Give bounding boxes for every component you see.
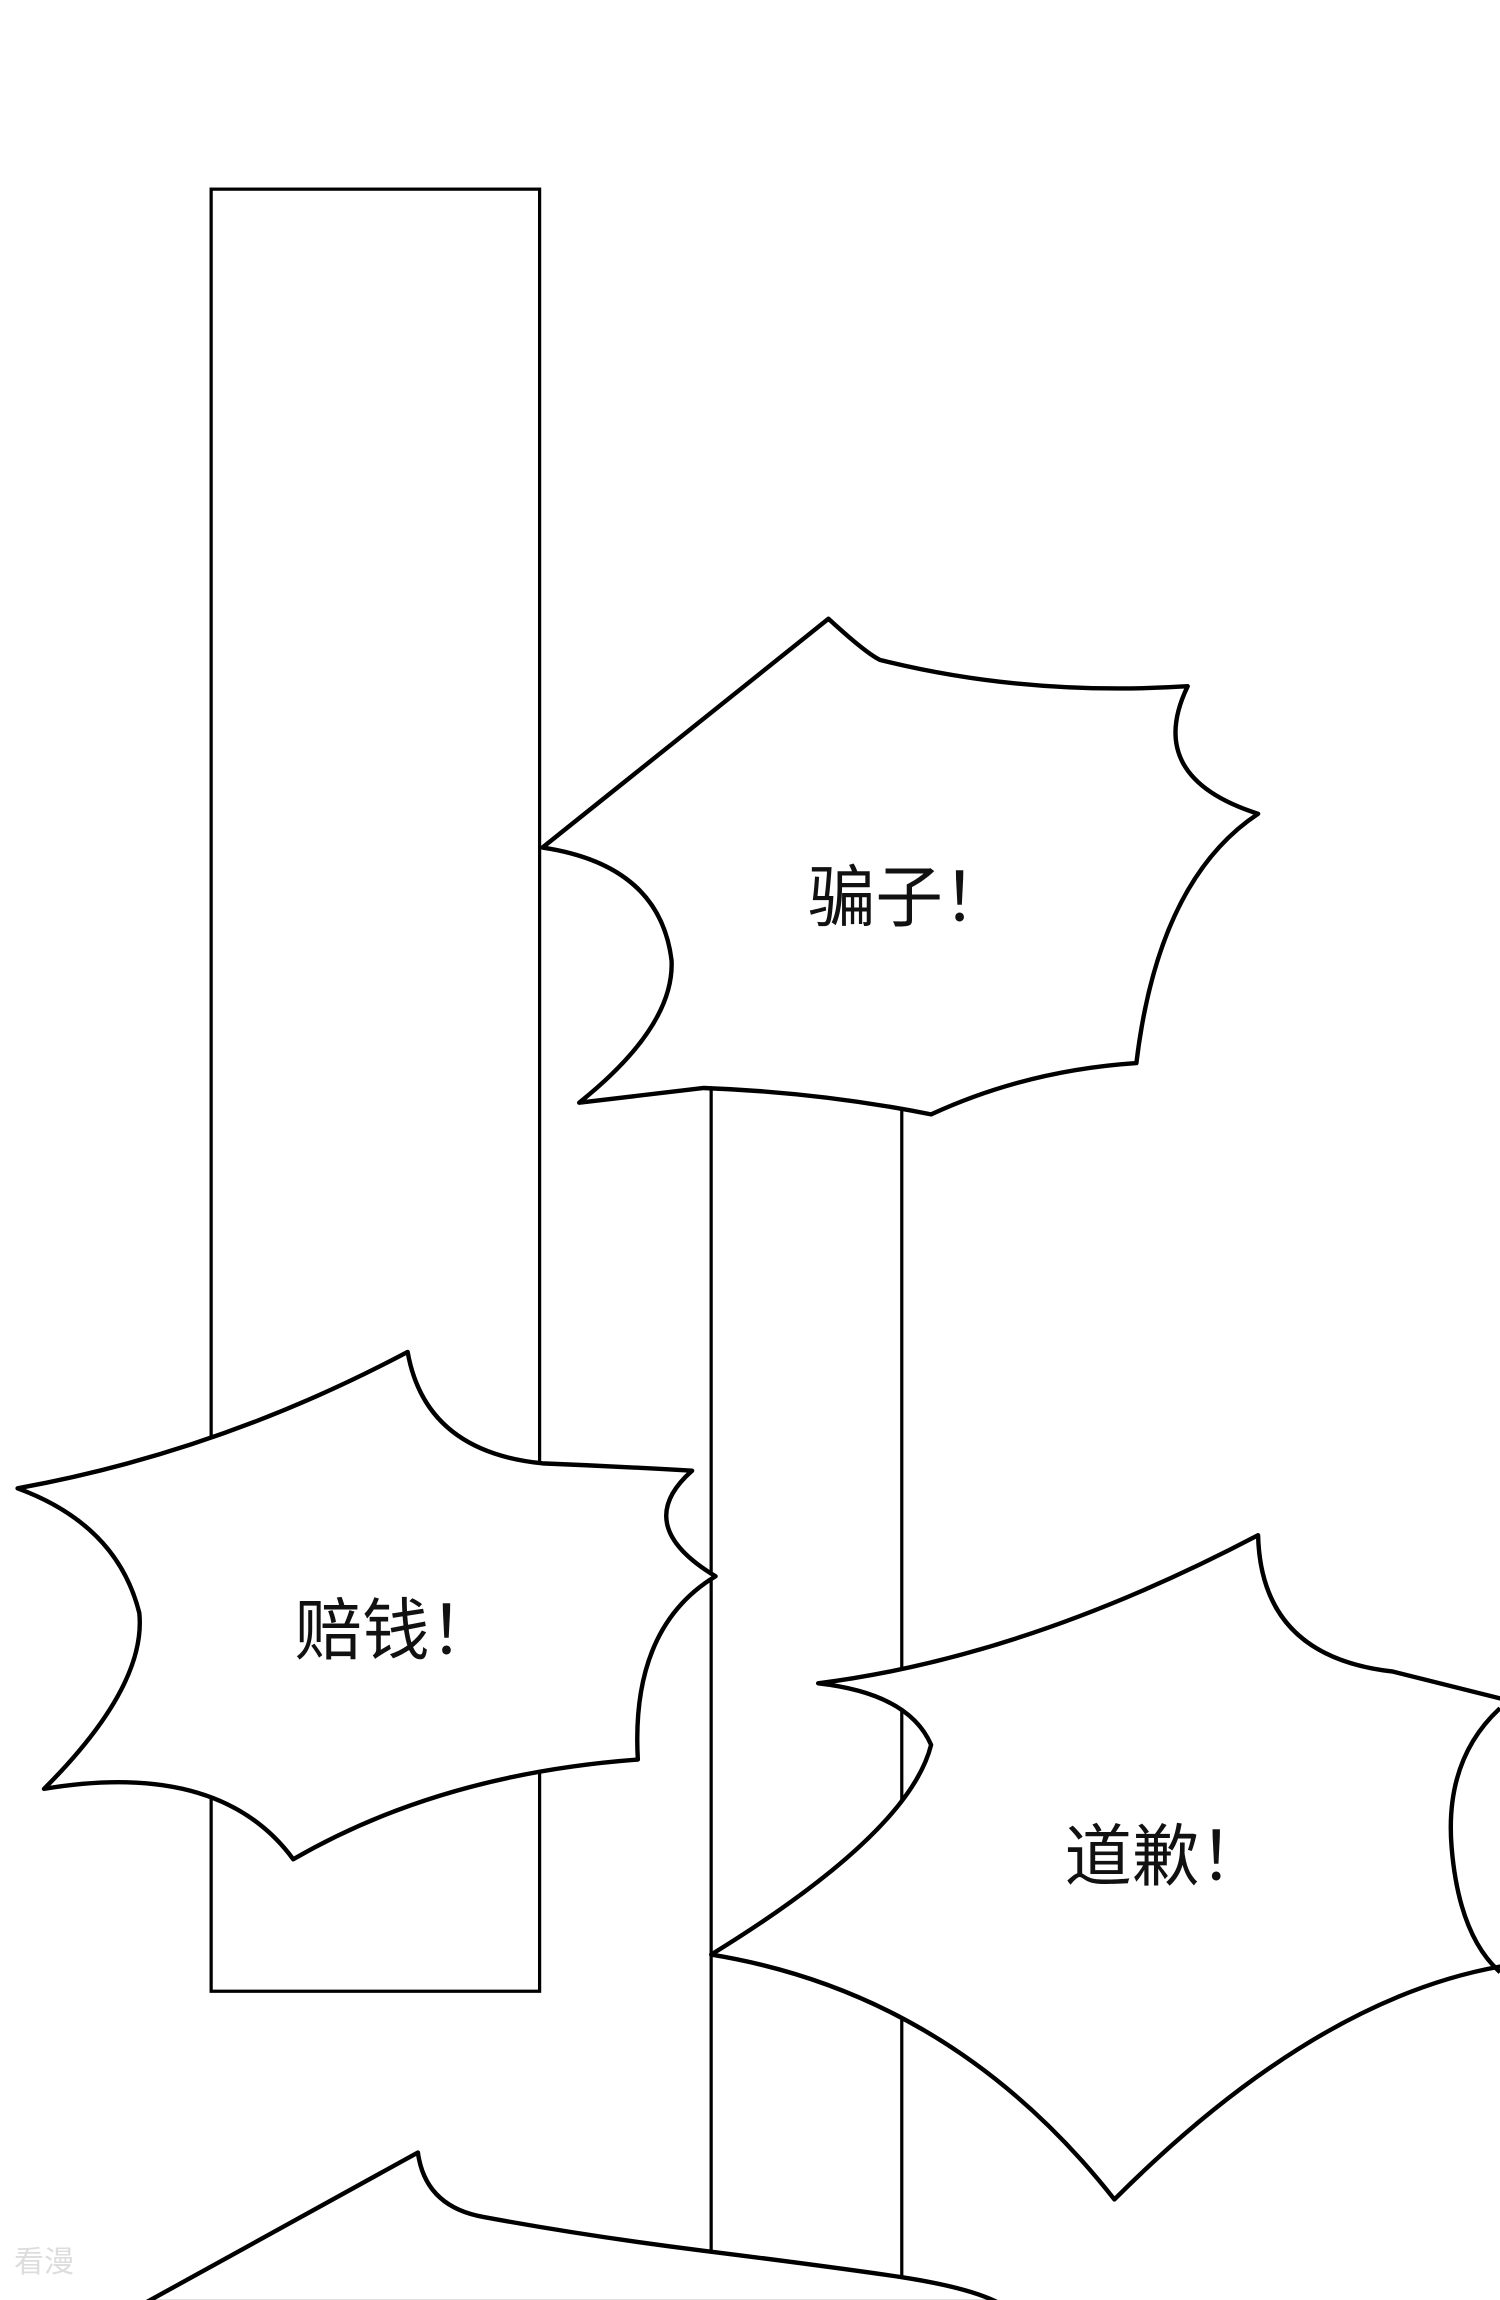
bubble-text-apologize: 道歉！ [1065, 1817, 1267, 1896]
bubble-text-liar: 骗子！ [808, 858, 1010, 937]
tall-pillar-outline [209, 187, 542, 1993]
watermark-logo: 看漫 [14, 2245, 74, 2280]
bubble-text-compensate: 赔钱！ [295, 1591, 497, 1670]
speech-bubble-compensate: 赔钱！ [15, 1349, 718, 1862]
speech-bubble-apologize: 道歉！ [708, 1533, 1500, 2202]
speech-bubble-partial-bottom [145, 2150, 998, 2300]
speech-bubble-liar: 骗子！ [540, 616, 1261, 1117]
